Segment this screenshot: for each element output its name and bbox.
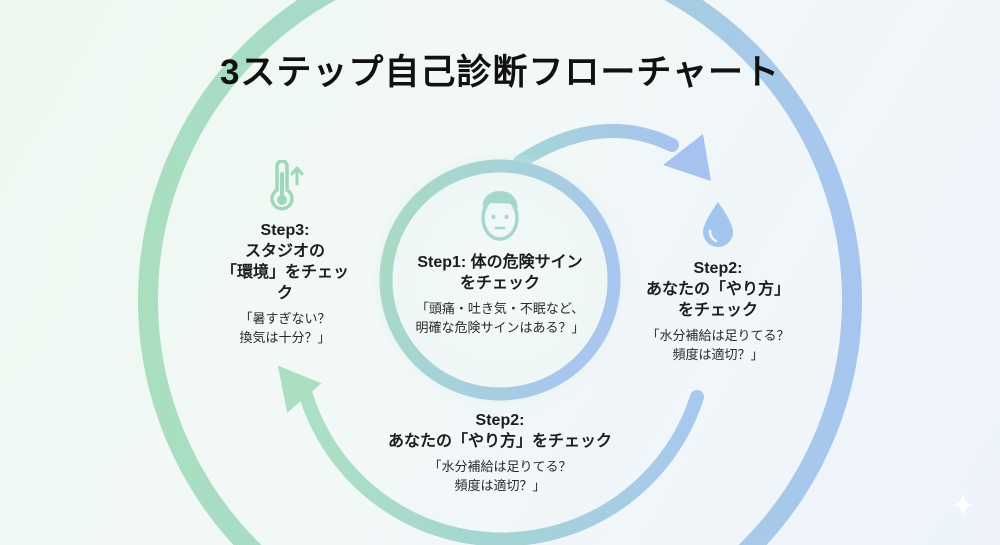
bottom-arrow-head (277, 365, 322, 413)
step3-question: 「暑すぎない？ 換気は十分？」 (215, 309, 355, 347)
face-icon (481, 191, 519, 241)
step3-heading-line1: Step3: (260, 222, 310, 239)
step3-heading-line3: 「環境」をチェック (220, 264, 349, 302)
step3-question-line2: 換気は十分？」 (239, 330, 331, 345)
step1-heading-line1: Step1: 体の危険サイン (417, 254, 583, 271)
step1-heading-line2: をチェック (459, 275, 540, 292)
step1-block: Step1: 体の危険サイン をチェック 「頭痛・吐き気・不眠など、 明確な危険… (400, 188, 600, 337)
step2-right-heading-line2: あなたの「やり方」 (645, 281, 790, 298)
step2-bottom-question-line2: 頻度は適切？」 (454, 478, 546, 493)
step1-question: 「頭痛・吐き気・不眠など、 明確な危険サインはある？」 (400, 299, 600, 337)
step2-right-block: Step2: あなたの「やり方」 をチェック 「水分補給は足りてる？ 頻度は適切… (628, 200, 808, 364)
step2-right-heading-line3: をチェック (677, 302, 758, 319)
top-arrow-head (663, 134, 711, 181)
step2-right-question-line1: 「水分補給は足りてる？ (646, 328, 790, 343)
step2-right-heading-line1: Step2: (693, 260, 743, 277)
page-title: 3ステップ自己診断フローチャート (219, 53, 781, 92)
water-drop-icon (703, 202, 733, 247)
step3-question-line1: 「暑すぎない？ (239, 311, 331, 326)
bottom-cycle-arrow (298, 385, 704, 545)
step3-block: Step3: スタジオの 「環境」をチェック 「暑すぎない？ 換気は十分？」 (215, 160, 355, 347)
step2-bottom-heading-line1: Step2: (475, 412, 525, 429)
thermometer-up-icon (270, 160, 304, 211)
step2-bottom-question: 「水分補給は足りてる？ 頻度は適切？」 (370, 457, 630, 495)
step2-bottom-question-line1: 「水分補給は足りてる？ (428, 459, 572, 474)
step2-right-question: 「水分補給は足りてる？ 頻度は適切？」 (628, 326, 808, 364)
step2-bottom-block: Step2: あなたの「やり方」をチェック 「水分補給は足りてる？ 頻度は適切？… (370, 410, 630, 495)
outer-ring (138, 0, 862, 545)
step2-bottom-heading-line2: あなたの「やり方」をチェック (387, 433, 612, 450)
step3-heading-line2: スタジオの (244, 243, 325, 260)
step1-question-line1: 「頭痛・吐き気・不眠など、 (415, 301, 585, 316)
step2-right-question-line2: 頻度は適切？」 (672, 347, 764, 362)
inner-circle (379, 159, 621, 401)
top-cycle-arrow (513, 123, 679, 169)
sparkle-icon (951, 493, 975, 517)
step1-question-line2: 明確な危険サインはある？」 (415, 320, 585, 335)
